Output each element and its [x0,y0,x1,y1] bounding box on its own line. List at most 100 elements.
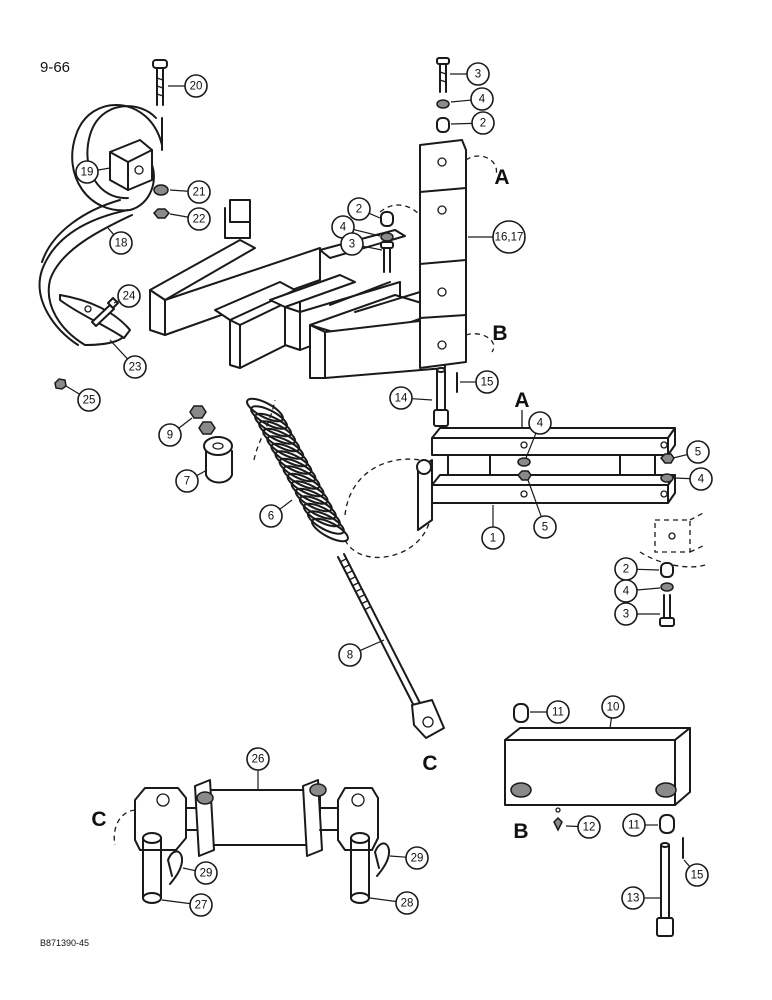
callout-number: 19 [81,167,94,179]
callout-number: 2 [623,564,629,576]
block-bushing-top [513,703,529,723]
callout-leader [527,479,542,517]
lock-washer [153,184,169,196]
cylinder-pin-right [350,832,370,904]
callout-number: 2 [356,204,362,216]
callout-number: 21 [193,187,206,199]
callout-4c: 4 [528,411,552,435]
point-bolt [91,297,119,327]
callout-leader [450,99,472,103]
callout-leader [196,469,208,477]
callout-leader [169,213,189,218]
callout-26: 26 [246,747,270,771]
callout-number: 3 [349,239,355,251]
callout-leader [359,639,385,652]
callout-2c: 2 [614,557,638,581]
connection-letter-c-lower: C [91,808,106,831]
connector-spring-top [344,458,421,516]
block-pin [656,842,674,937]
callout-number: 28 [401,898,414,910]
connector-c-lower [113,809,136,846]
callout-2a: 2 [471,111,495,135]
callout-number: 1 [490,533,496,545]
callout-4a: 4 [470,87,494,111]
hair-clip-right [374,842,391,877]
callout-number: 5 [542,522,548,534]
callout-2b: 2 [347,197,371,221]
callout-number: 12 [583,822,596,834]
callout-number: 16,17 [495,232,524,244]
callout-leader [182,867,196,872]
callout-number: 22 [193,214,206,226]
callout-number: 11 [628,820,640,832]
bracket-nut-right [659,453,675,464]
callout-3b: 3 [340,232,364,256]
carriage-bolt [152,59,168,106]
bracket-washer-right [660,473,674,483]
connection-letter-b-lower: B [513,820,528,843]
callout-5b: 5 [533,515,557,539]
reference-code: B871390-45 [40,938,89,948]
callout-11b: 11 [622,813,646,837]
callout-7: 7 [175,469,199,493]
callout-leader [107,227,115,236]
side-bolt-stack [380,211,394,273]
callout-number: 23 [129,362,142,374]
callout-leader [97,167,111,171]
callout-29b: 29 [405,846,429,870]
callout-number: 6 [268,511,274,523]
connector-b-upper [465,333,495,353]
spring-coil [311,517,349,543]
callout-number: 24 [123,291,136,303]
callout-20: 20 [184,74,208,98]
callout-24: 24 [117,284,141,308]
callout-9: 9 [158,423,182,447]
callout-leader [178,417,193,429]
upper-bolt-stack [436,57,450,133]
connector-bolt [379,204,421,216]
callout-11a: 11 [546,700,570,724]
toolbar-frame [149,199,446,379]
callout-1: 1 [481,526,505,550]
callout-19: 19 [75,160,99,184]
callout-number: 11 [552,707,564,719]
callout-number: 15 [691,870,704,882]
bracket-nut [516,470,532,481]
callout-number: 29 [411,853,424,865]
callout-14: 14 [389,386,413,410]
callout-number: 2 [480,118,486,130]
callout-leader [368,212,381,219]
compression-spring [246,397,349,543]
callout-number: 27 [195,900,208,912]
callout-leader [525,432,537,459]
callout-number: 4 [698,474,705,486]
connection-letter-b-upper: B [492,322,507,345]
lower-bolt-stack [659,562,675,627]
shank-point [59,294,131,339]
callout-28: 28 [395,891,419,915]
connection-letter-c-middle: C [422,752,437,775]
callout-13: 13 [621,886,645,910]
connector-a-upper [465,155,498,176]
callout-22: 22 [187,207,211,231]
hex-nut [152,208,171,219]
callout-leader [565,825,579,828]
callout-leader [609,717,613,729]
spring-bushing [203,436,233,484]
callout-15a: 15 [475,370,499,394]
callout-leader [353,229,381,237]
callout-number: 15 [481,377,494,389]
callout-18: 18 [109,231,133,255]
callout-leader [369,897,397,903]
callout-27: 27 [189,893,213,917]
callout-number: 9 [167,430,173,442]
hair-clip-left [167,850,184,885]
point-nut [54,378,67,390]
block-bushing-bottom [659,814,675,834]
callout-leader [411,398,433,401]
callout-leader [65,385,80,395]
callout-3a: 3 [466,62,490,86]
callout-4b: 4 [331,215,355,239]
callout-number: 4 [340,222,347,234]
